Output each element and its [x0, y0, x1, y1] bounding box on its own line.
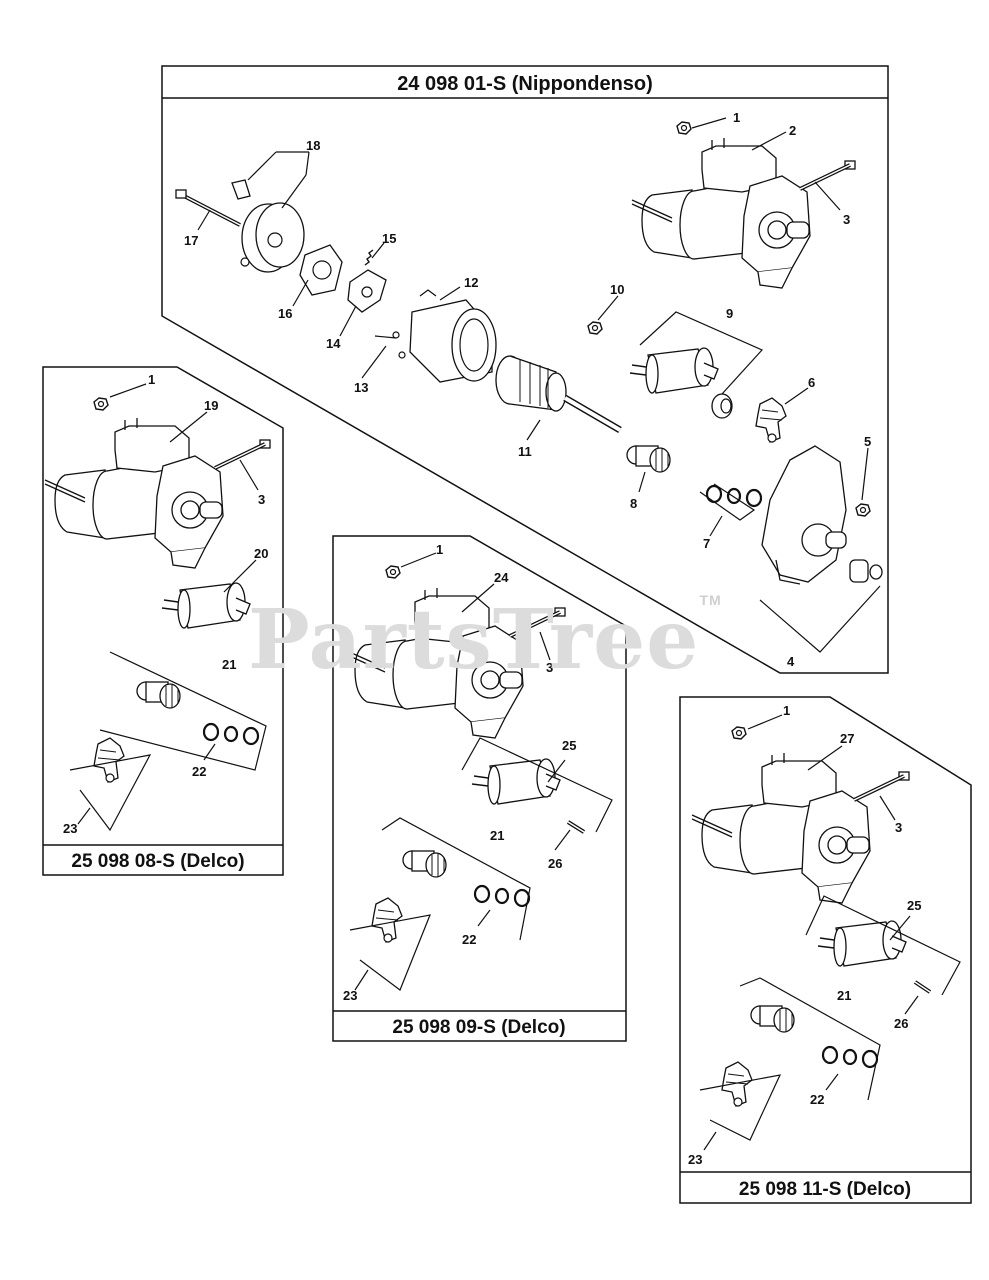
part-armature-11 [495, 355, 622, 434]
callout-12: 12 [464, 275, 478, 290]
callout-23: 23 [688, 1152, 702, 1167]
callout-25: 25 [562, 738, 576, 753]
callout-21: 21 [222, 657, 236, 672]
callout-1: 1 [148, 372, 155, 387]
callout-23: 23 [63, 821, 77, 836]
part-solenoid-20 [161, 582, 251, 629]
callout-26: 26 [894, 1016, 908, 1031]
callout-17: 17 [184, 233, 198, 248]
part-bolt-3 [852, 770, 911, 802]
callout-21: 21 [837, 988, 851, 1003]
part-nut-1 [93, 397, 109, 411]
part-nut-1 [385, 565, 401, 579]
callout-3: 3 [895, 820, 902, 835]
part-starter-2 [631, 137, 811, 289]
part-solenoid-25 [817, 920, 907, 967]
part-lever-23 [371, 897, 403, 943]
part-nut-1 [676, 121, 692, 135]
part-starter-27 [691, 752, 871, 904]
part-plunger [711, 393, 733, 419]
panel-nippondenso: 24 098 01-S (Nippondenso) [161, 65, 889, 674]
part-plate-16 [299, 244, 343, 296]
callout-14: 14 [326, 336, 341, 351]
part-nut-5 [855, 503, 871, 517]
callout-22: 22 [462, 932, 476, 947]
callout-3: 3 [546, 660, 553, 675]
panel-title-nippondenso: 24 098 01-S (Nippondenso) [397, 73, 653, 95]
callout-23: 23 [343, 988, 357, 1003]
callout-2: 2 [789, 123, 796, 138]
callout-3: 3 [258, 492, 265, 507]
callout-24: 24 [494, 570, 509, 585]
part-bolt-3 [798, 159, 857, 191]
callout-6: 6 [808, 375, 815, 390]
callout-21: 21 [490, 828, 504, 843]
callout-3: 3 [843, 212, 850, 227]
callout-22: 22 [192, 764, 206, 779]
panel-title-delco-11: 25 098 11-S (Delco) [739, 1179, 911, 1200]
callout-13: 13 [354, 380, 368, 395]
part-solenoid-25 [471, 758, 561, 805]
part-spring-15 [364, 249, 374, 266]
part-nut-1 [731, 726, 747, 740]
part-rings-22 [202, 722, 260, 746]
part-starter-19 [44, 417, 224, 569]
part-bolt-26 [913, 980, 932, 994]
part-bolt-26 [566, 820, 586, 834]
callout-25: 25 [907, 898, 921, 913]
part-solenoid-9 [629, 347, 719, 394]
part-pinion-8 [626, 445, 671, 473]
callout-1: 1 [733, 110, 740, 125]
panel-delco-11: 25 098 11-S (Delco) 1 27 3 25 21 26 [679, 696, 972, 1204]
panel-title-delco-08: 25 098 08-S (Delco) [71, 851, 244, 872]
panel-delco-08: 25 098 08-S (Delco) 1 19 3 20 21 22 23 [42, 366, 284, 876]
part-lever-6 [755, 397, 787, 443]
callout-10: 10 [610, 282, 624, 297]
callout-5: 5 [864, 434, 871, 449]
part-rings-22 [821, 1045, 879, 1069]
part-yoke-12 [392, 289, 497, 383]
callout-1: 1 [436, 542, 443, 557]
callout-22: 22 [810, 1092, 824, 1107]
part-rings-22 [473, 884, 531, 908]
callout-1: 1 [783, 703, 790, 718]
callout-9: 9 [726, 306, 733, 321]
callout-18: 18 [306, 138, 320, 153]
part-pinion-21 [750, 1005, 795, 1033]
callout-8: 8 [630, 496, 637, 511]
callout-26: 26 [548, 856, 562, 871]
part-lever-23 [93, 737, 125, 783]
callout-27: 27 [840, 731, 854, 746]
watermark-text: PartsTree [248, 592, 700, 688]
callout-20: 20 [254, 546, 268, 561]
panel-delco-09: 25 098 09-S (Delco) 1 24 3 25 21 26 [332, 535, 627, 1042]
part-end-cap-18 [231, 179, 305, 273]
part-housing-4 [761, 445, 883, 585]
callout-11: 11 [518, 444, 532, 459]
part-nut-10 [587, 321, 603, 335]
panel-title-delco-09: 25 098 09-S (Delco) [392, 1017, 565, 1038]
callout-4: 4 [787, 654, 795, 669]
part-lever-23 [721, 1061, 753, 1107]
callout-15: 15 [382, 231, 396, 246]
watermark-logo: PartsTreeTM [248, 592, 722, 688]
watermark-tm: TM [699, 592, 722, 608]
part-pinion-21 [402, 850, 447, 878]
part-brush-holder-14 [347, 269, 387, 313]
part-pinion-21 [136, 681, 181, 709]
callout-19: 19 [204, 398, 218, 413]
callout-7: 7 [703, 536, 710, 551]
callout-16: 16 [278, 306, 292, 321]
part-bolt-17 [175, 189, 241, 227]
